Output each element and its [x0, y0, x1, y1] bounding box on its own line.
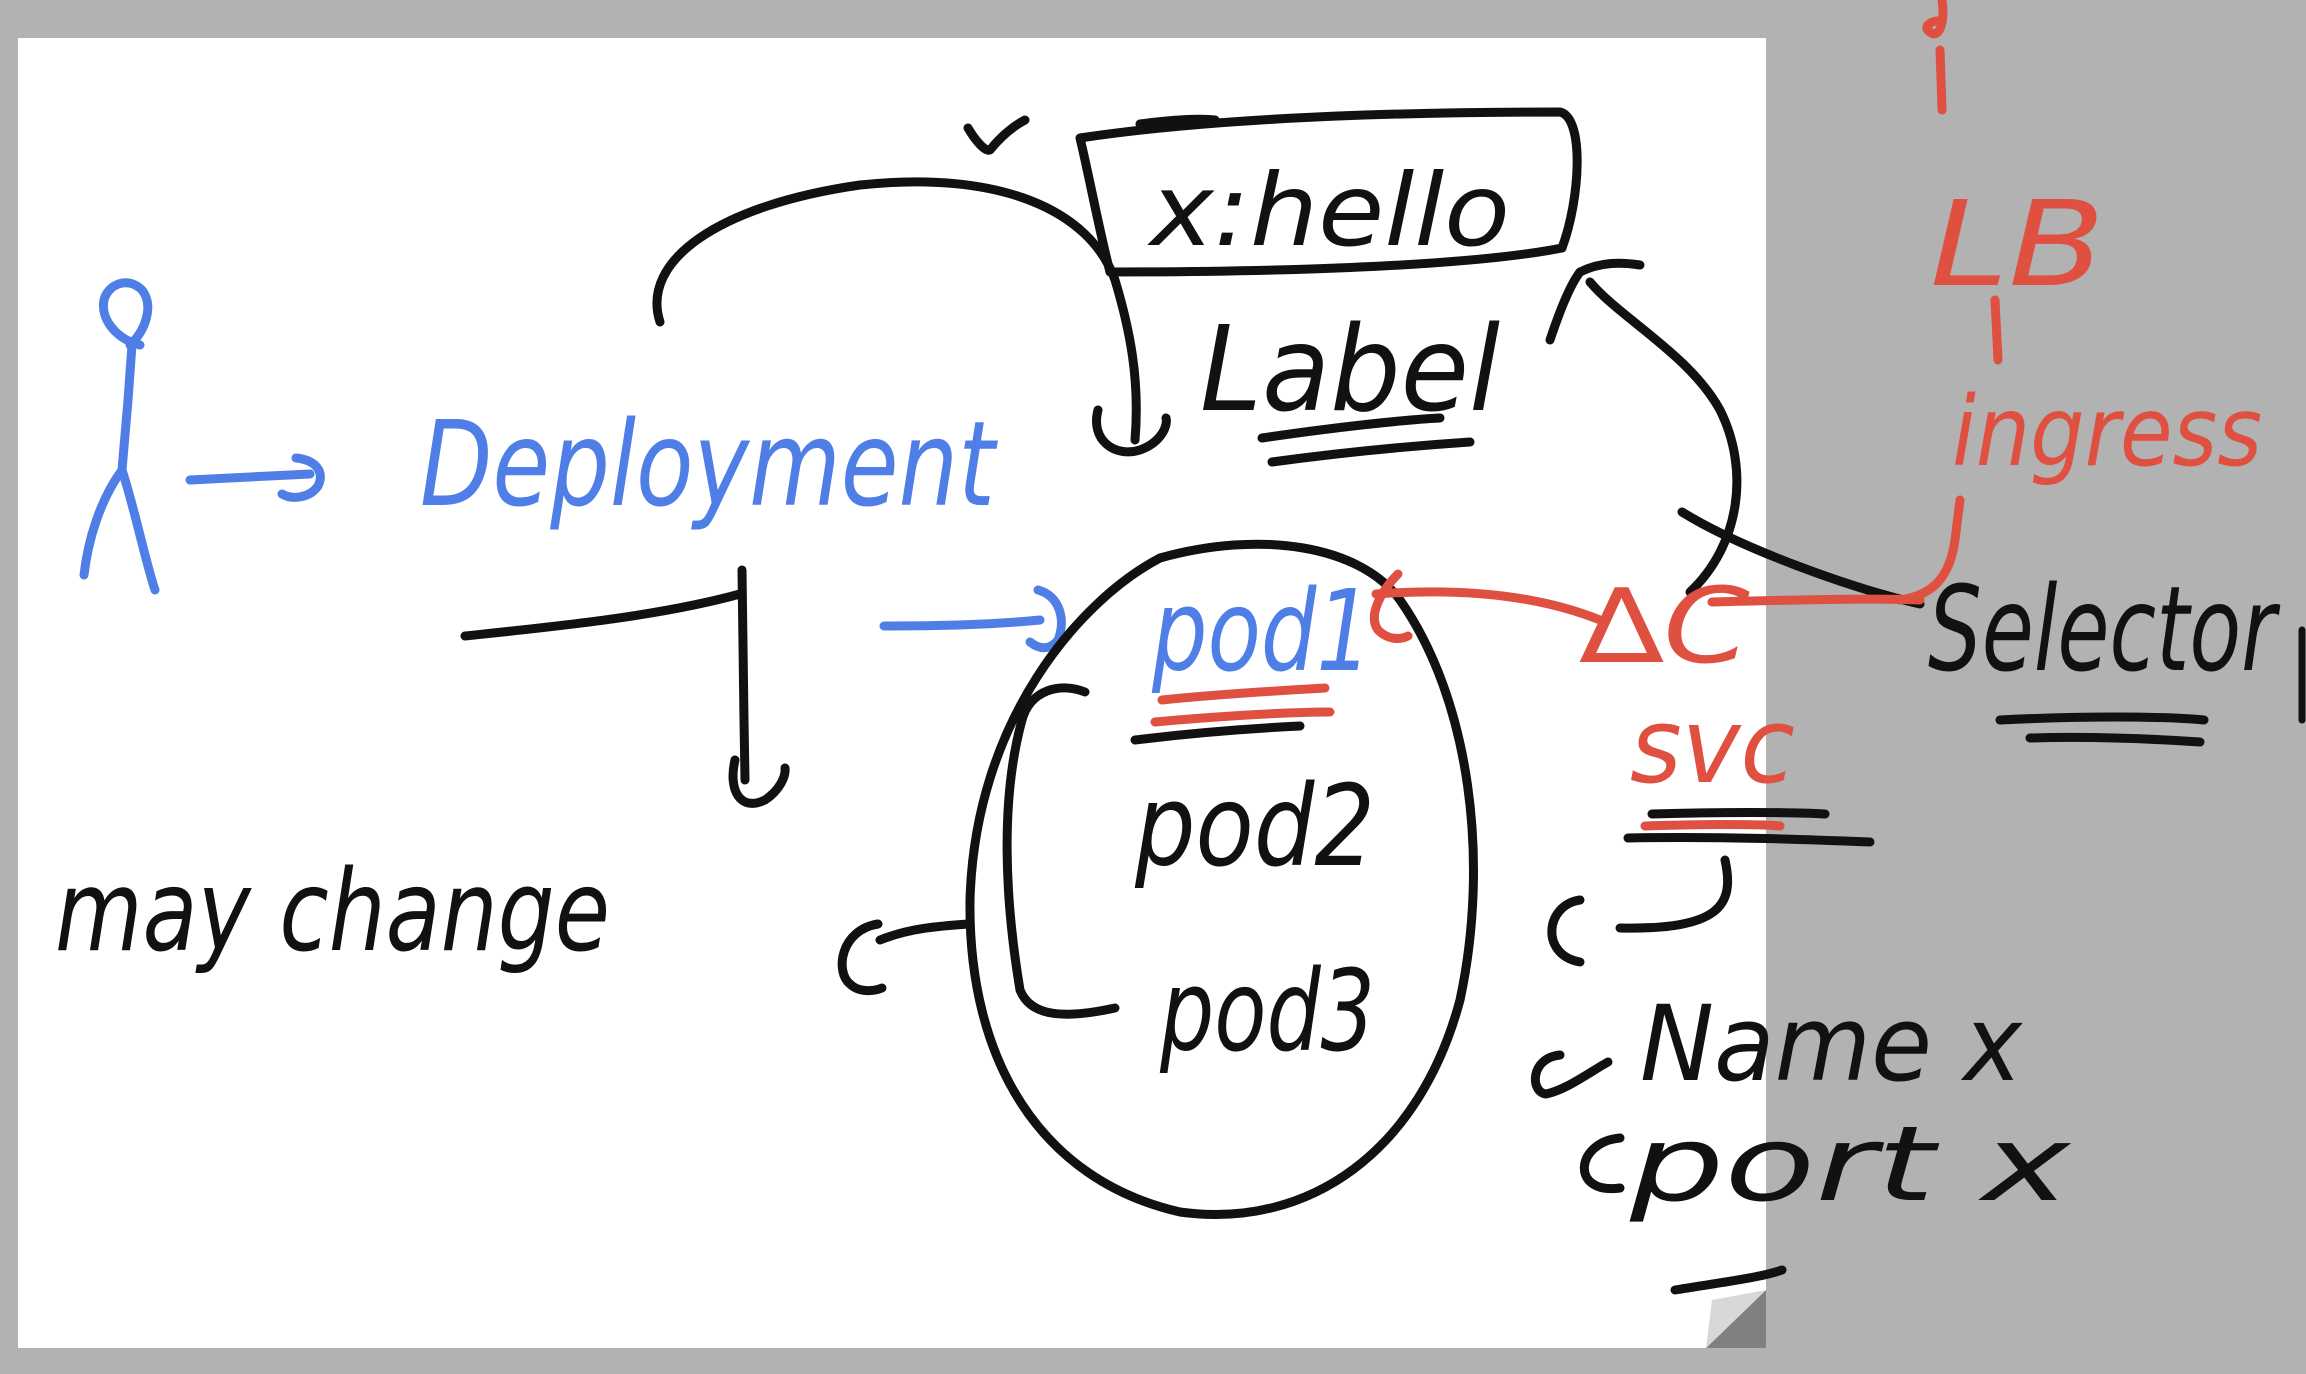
arrow-svc-to-pod1 [1369, 569, 1605, 643]
deployment-branch [460, 565, 790, 808]
svc-label: svc [1630, 685, 1795, 807]
may-change-note: may change [55, 847, 610, 977]
arrow-deployment-to-pods [879, 585, 1066, 653]
arrow-selector-to-svc [1707, 495, 1965, 607]
selector-label: Selector [1928, 560, 2281, 698]
selector-underline-2 [2025, 732, 2205, 747]
connector-deployment-to-label [652, 177, 1171, 457]
name-field: Name x [1640, 983, 2023, 1105]
lb-label: LB [1930, 175, 2105, 313]
svc-underline [1623, 808, 1875, 847]
selector-underline [1995, 712, 2209, 725]
port-underline [1670, 1265, 1787, 1295]
label-heading: Label [1200, 300, 1500, 438]
pod3-label: pod3 [1159, 947, 1375, 1077]
svc-branch [1530, 855, 1733, 1194]
label-underline [1257, 413, 1475, 467]
arrow-selector-to-label [1545, 258, 1925, 609]
pods-bracket [837, 683, 1120, 1019]
deployment-label: Deployment [420, 395, 998, 533]
port-field: port x [1629, 1103, 2072, 1225]
svc-symbol: ∆C [1579, 565, 1751, 687]
arrow-user-to-deployment [185, 453, 325, 502]
key-value-text: x:hello [1147, 152, 1510, 269]
pod-group-circle [965, 539, 1478, 1219]
check-mark-icon [963, 115, 1030, 155]
key-value-box [1075, 107, 1582, 277]
user-stick-figure [79, 278, 160, 595]
pod1-label: pod1 [1151, 567, 1372, 697]
pod2-label: pod2 [1134, 762, 1375, 892]
lb-connector [1922, 0, 2003, 365]
pod1-underline [1130, 683, 1335, 745]
ingress-label: ingress [1952, 376, 2262, 488]
